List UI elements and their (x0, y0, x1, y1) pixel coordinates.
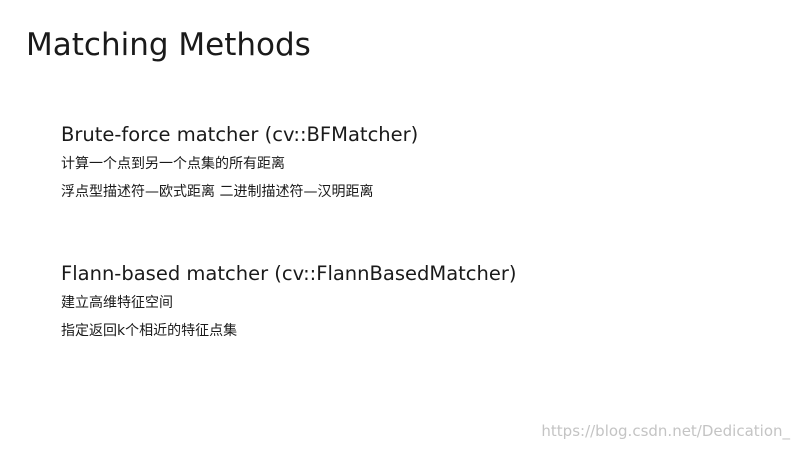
bf-matcher-heading: Brute-force matcher (cv::BFMatcher) (61, 123, 419, 146)
bf-matcher-line-1: 计算一个点到另一个点集的所有距离 (61, 156, 285, 172)
bf-matcher-section: Brute-force matcher (cv::BFMatcher) 计算一个… (61, 121, 418, 206)
flann-matcher-line-2: 指定返回k个相近的特征点集 (61, 323, 238, 339)
bf-matcher-line-2: 浮点型描述符—欧式距离 二进制描述符—汉明距离 (61, 184, 374, 200)
slide-title: Matching Methods (26, 27, 311, 63)
watermark-url: https://blog.csdn.net/Dedication_ (541, 422, 790, 440)
flann-matcher-heading: Flann-based matcher (cv::FlannBasedMatch… (61, 262, 517, 285)
flann-matcher-line-1: 建立高维特征空间 (61, 295, 173, 311)
flann-matcher-section: Flann-based matcher (cv::FlannBasedMatch… (61, 260, 517, 345)
